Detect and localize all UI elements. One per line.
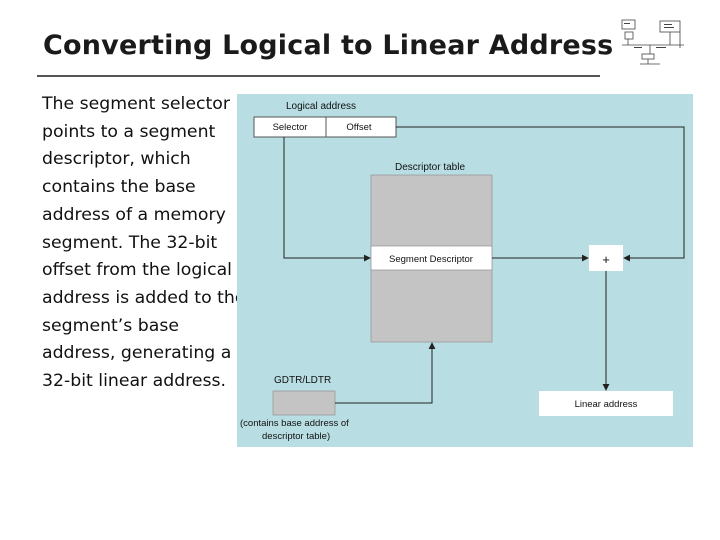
gdtr-label: GDTR/LDTR <box>274 375 331 386</box>
linear-address-label: Linear address <box>575 399 638 410</box>
linear-address-box <box>539 391 673 416</box>
adder-symbol: + <box>602 252 610 267</box>
segment-descriptor-entry <box>370 245 493 271</box>
description-text: The segment selector points to a segment… <box>42 94 246 392</box>
gdtr-register-box <box>272 390 336 416</box>
slide-title: Converting Logical to Linear Address <box>43 30 614 61</box>
gdtr-note-line1: (contains base address of <box>240 418 349 429</box>
network-diagram-logo-icon <box>621 19 684 65</box>
address-translation-diagram: Logical address Selector Offset Descript… <box>237 94 693 447</box>
logical-address-label: Logical address <box>286 101 356 112</box>
selector-label: Selector <box>273 122 308 133</box>
segment-descriptor-label: Segment Descriptor <box>389 254 473 265</box>
offset-label: Offset <box>346 122 372 133</box>
selector-to-descriptor-arrow <box>283 137 371 262</box>
adder-box <box>589 245 623 271</box>
title-divider <box>37 75 600 77</box>
gdtr-note-line2: descriptor table) <box>262 431 330 442</box>
descriptor-table-label: Descriptor table <box>395 162 465 173</box>
offset-to-adder-arrow <box>396 126 685 262</box>
gdtr-to-table-arrow <box>335 342 436 404</box>
